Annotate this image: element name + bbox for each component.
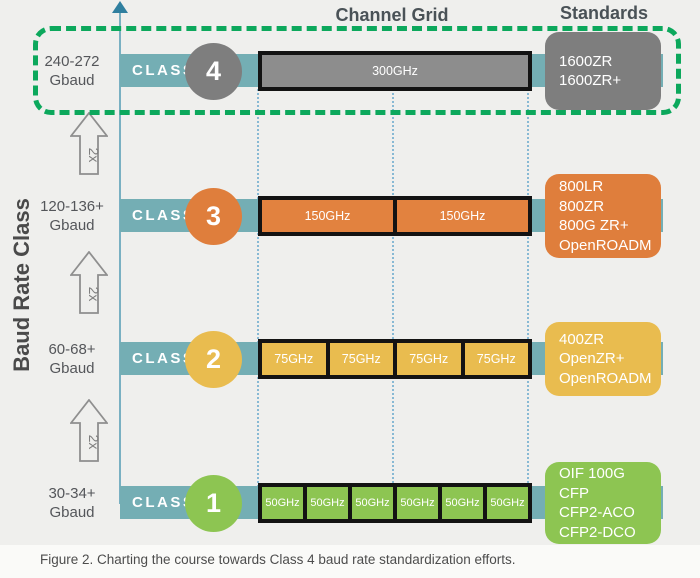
scale-label: 2x <box>86 287 102 302</box>
standard-name: 400ZR <box>559 330 605 348</box>
baud-unit: Gbaud <box>49 217 95 234</box>
class-word-label: CLASS <box>132 494 196 511</box>
channel-cell: 50GHz <box>265 497 300 509</box>
class-number-badge: 1 <box>185 475 242 532</box>
class-word-label: CLASS <box>132 350 196 367</box>
standard-name: 800ZR <box>559 197 605 215</box>
standard-name: CFP2-DCO <box>559 523 636 541</box>
baud-rate-label: 120-136+ Gbaud <box>26 197 118 235</box>
channel-grid-title: Channel Grid <box>335 5 449 25</box>
y-axis-arrow-icon <box>112 1 128 13</box>
grid-guide-line <box>257 58 259 506</box>
baud-unit: Gbaud <box>49 72 95 89</box>
baud-range: 240-272 <box>44 53 100 70</box>
baud-unit: Gbaud <box>49 360 95 377</box>
baud-range: 120-136+ <box>40 198 104 215</box>
baud-range: 30-34+ <box>48 485 96 502</box>
channel-cell: 50GHz <box>483 487 528 519</box>
standard-name: CFP <box>559 484 589 502</box>
channel-cell: 150GHz <box>393 200 528 232</box>
channel-cell: 75GHz <box>393 343 461 375</box>
channel-cell: 75GHz <box>325 343 394 375</box>
standards-box: 1600ZR 1600ZR+ <box>545 32 661 110</box>
standard-name: 800LR <box>559 178 604 195</box>
class-number-badge: 4 <box>185 43 242 100</box>
channel-cell: 150GHz <box>304 209 351 223</box>
figure-caption: Figure 2. Charting the course towards Cl… <box>40 552 516 567</box>
class-word-label: CLASS <box>132 207 196 224</box>
baud-unit: Gbaud <box>49 504 95 521</box>
baud-rate-label: 240-272 Gbaud <box>26 52 118 90</box>
y-axis-line <box>119 12 121 504</box>
scale-2x-arrow-icon: 2x <box>70 399 108 462</box>
baud-rate-label: 30-34+ Gbaud <box>26 484 118 522</box>
standards-title: Standards <box>559 3 649 23</box>
standard-name: 1600ZR+ <box>559 72 622 89</box>
standard-name: CFP2-ACO <box>559 504 635 521</box>
caption-strip <box>0 545 700 578</box>
scale-label: 2x <box>86 435 102 450</box>
standard-name: OpenZR+ <box>559 350 625 368</box>
channel-cell: 50GHz <box>303 487 348 519</box>
standards-box: 400ZR OpenZR+OpenROADM <box>545 322 661 396</box>
channel-cell: 75GHz <box>460 343 529 375</box>
class-number: 1 <box>205 488 222 518</box>
class-number: 2 <box>205 344 222 374</box>
channel-cell: 50GHz <box>348 487 393 519</box>
standards-box: OIF 100G CFP CFP2-ACO CFP2-DCO <box>545 462 661 544</box>
grid-guide-line <box>527 58 529 506</box>
class-number-badge: 2 <box>185 331 242 388</box>
standard-name: OIF 100G <box>559 465 625 482</box>
channel-grid-group: 150GHz 150GHz <box>258 196 532 236</box>
standard-name: 1600ZR <box>559 52 613 70</box>
class-number: 3 <box>205 201 222 231</box>
baud-rate-label: 60-68+ Gbaud <box>26 340 118 378</box>
grid-guide-line <box>392 58 394 506</box>
scale-2x-arrow-icon: 2x <box>70 251 108 314</box>
class-number-badge: 3 <box>185 188 242 245</box>
baud-range: 60-68+ <box>48 341 96 358</box>
class-number: 4 <box>205 56 222 86</box>
standards-box: 800LR 800ZR 800G ZR+ OpenROADM <box>545 174 661 258</box>
scale-2x-arrow-icon: 2x <box>70 112 108 175</box>
scale-label: 2x <box>86 148 102 163</box>
channel-cell: 75GHz <box>274 352 314 366</box>
standard-name: OpenROADM <box>559 236 652 254</box>
standard-name: OpenROADM <box>559 369 652 387</box>
channel-cell: 50GHz <box>438 487 483 519</box>
channel-grid-group: 300GHz <box>258 51 532 91</box>
standard-name: 800G ZR+ <box>559 217 629 234</box>
class-word-label: CLASS <box>132 62 196 79</box>
channel-cell: 300GHz <box>372 64 418 78</box>
channel-cell: 50GHz <box>393 487 438 519</box>
